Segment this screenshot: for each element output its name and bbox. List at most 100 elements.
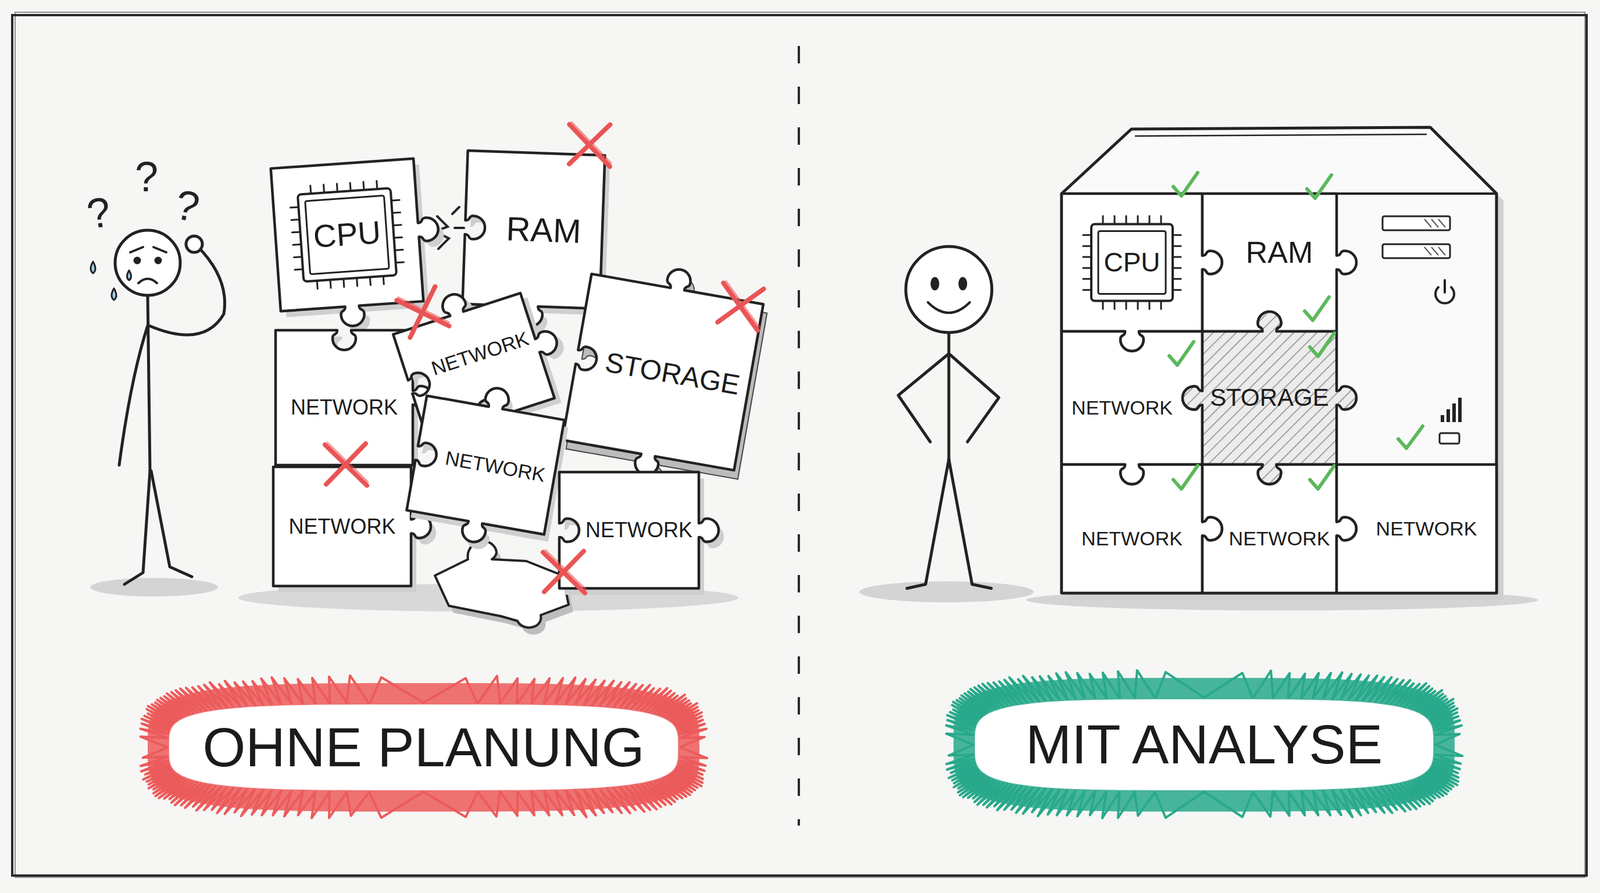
sweat-drop <box>90 261 96 274</box>
chip-pin <box>391 199 400 202</box>
chip-pin <box>1172 277 1181 280</box>
check-mark <box>1306 175 1332 199</box>
chip-pin <box>382 276 385 285</box>
cross-mark <box>568 122 613 167</box>
eye <box>959 278 966 289</box>
text-area: STORAGE <box>587 282 759 465</box>
check-mark <box>1169 341 1194 366</box>
check-mark <box>1173 465 1198 489</box>
status-badge: OHNE PLANUNG <box>143 678 705 817</box>
chip-pin <box>1083 266 1092 269</box>
chip-pin <box>1125 301 1128 310</box>
text-area: NETWORK <box>1226 488 1332 589</box>
chip-pin <box>1148 216 1151 225</box>
text-area: NETWORK <box>431 404 559 530</box>
puzzle-piece: NETWORK <box>1061 464 1203 594</box>
puzzle-piece: NETWORK <box>275 330 413 466</box>
chip-pin <box>329 279 332 288</box>
chip-pin <box>1113 301 1116 310</box>
chip-pin <box>290 206 299 209</box>
puzzle-piece: NETWORK <box>273 466 412 587</box>
chip-pin <box>1083 245 1092 248</box>
chip-pin <box>293 255 302 259</box>
piece-label: NETWORK <box>443 447 547 486</box>
drive-bay <box>1382 216 1450 231</box>
sweat-drop <box>127 270 132 281</box>
frame <box>12 15 1587 876</box>
head <box>115 230 181 296</box>
cross-stroke <box>719 281 767 328</box>
chip-pin <box>1083 288 1092 291</box>
drive-bay <box>1382 244 1450 259</box>
badge-text: OHNE PLANUNG <box>202 718 645 777</box>
badge-ground <box>168 704 679 791</box>
piece-outline <box>1061 464 1223 594</box>
piece-label: CPU <box>312 215 382 255</box>
sweat-drop <box>111 288 117 300</box>
cross-stroke <box>570 122 613 163</box>
signal-bar <box>1446 409 1450 423</box>
happy-figure <box>859 246 1034 603</box>
chip-pin <box>1172 266 1181 269</box>
smile <box>927 302 970 313</box>
chip-body <box>297 188 397 282</box>
hand <box>186 236 203 253</box>
check-mark <box>1173 172 1198 196</box>
piece-outline <box>1061 193 1223 352</box>
chip-pin <box>1083 277 1092 280</box>
chip-pin <box>375 180 378 189</box>
piece-outline <box>1336 464 1497 594</box>
chip-pin <box>1160 216 1163 225</box>
check-mark <box>1309 333 1335 357</box>
badge-scribble <box>140 675 707 819</box>
puzzle-piece: NETWORK <box>1336 464 1497 594</box>
piece-label: NETWORK <box>288 515 396 538</box>
piece-label: STORAGE <box>1209 384 1330 411</box>
text-area: OHNE PLANUNG <box>193 706 655 789</box>
chip-pin <box>392 211 401 214</box>
chip-pin <box>1113 216 1116 225</box>
cross-stroke <box>326 443 366 485</box>
head <box>905 246 992 333</box>
piece-outline <box>273 466 431 587</box>
signal-bar <box>1458 397 1462 423</box>
chip-pin <box>1137 301 1139 310</box>
status-badge: MIT ANALYSE <box>948 673 1460 817</box>
cross-stroke <box>327 442 369 482</box>
text-area: MIT ANALYSE <box>998 701 1410 789</box>
piece-label: RAM <box>1245 236 1314 269</box>
text-area: NETWORK <box>280 354 409 461</box>
chip-pin <box>293 243 302 246</box>
check-mark <box>1304 297 1330 321</box>
eye <box>134 258 140 263</box>
signal-bar <box>1452 403 1456 423</box>
frame-sketch <box>15 12 1585 878</box>
cross-mark <box>543 550 587 594</box>
chip-pin <box>1172 288 1181 291</box>
cross-stroke <box>398 284 450 335</box>
chip-pin <box>322 184 325 194</box>
chip-core <box>1098 231 1166 295</box>
arm <box>950 354 999 442</box>
piece-outline <box>1061 331 1203 485</box>
puzzle-piece: NETWORK <box>406 395 564 535</box>
status-led <box>1439 433 1460 444</box>
chip-pin <box>393 223 402 227</box>
leg <box>124 470 150 585</box>
case-edge <box>1134 134 1427 137</box>
piece-outline <box>558 254 767 491</box>
puzzle-piece: STORAGE <box>1202 331 1337 465</box>
chip-pin <box>1102 216 1105 225</box>
chip-core <box>305 195 389 274</box>
chip-pin <box>1102 301 1105 310</box>
cross-mark <box>325 442 369 486</box>
piece-label: NETWORK <box>1081 528 1183 550</box>
chip-pin <box>1137 216 1139 225</box>
brow <box>153 247 167 253</box>
question-mark: ? <box>83 190 114 236</box>
text-area: NETWORK <box>1066 355 1178 460</box>
chip-pin <box>1125 216 1128 225</box>
piece-label: NETWORK <box>585 519 693 542</box>
